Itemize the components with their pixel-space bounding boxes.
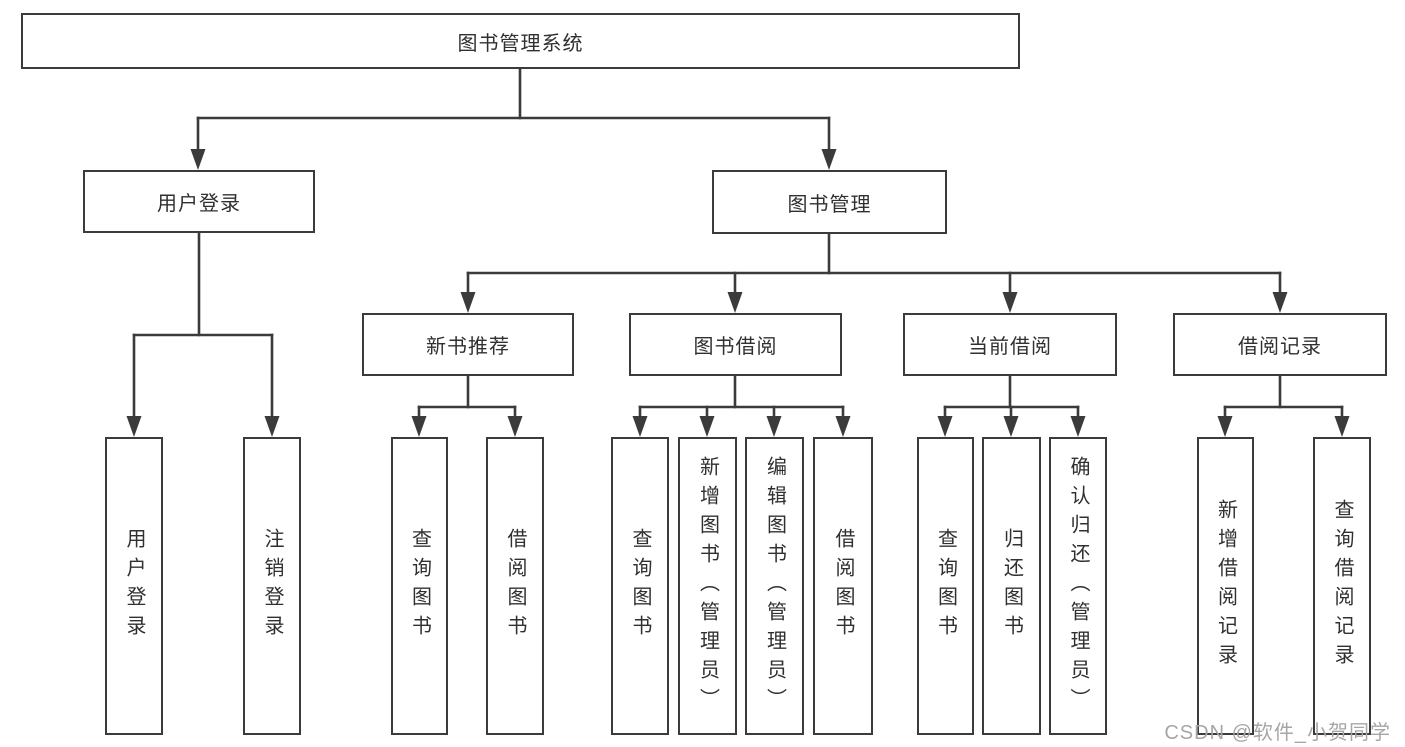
node-book-management: 图书管理: [712, 170, 947, 234]
leaf-label: 确认归还（管理员）: [1067, 455, 1089, 717]
node-label: 借阅记录: [1238, 336, 1322, 358]
leaf-bb-edit-books-admin: 编辑图书（管理员）: [745, 437, 804, 735]
node-label: 新书推荐: [426, 336, 510, 358]
leaf-bb-borrow-books: 借阅图书: [813, 437, 873, 735]
leaf-logout-login: 注销登录: [243, 437, 301, 735]
node-label: 当前借阅: [968, 336, 1052, 358]
node-library-system: 图书管理系统: [21, 13, 1020, 69]
leaf-label: 归还图书: [1000, 528, 1023, 644]
leaf-label: 新增借阅记录: [1214, 499, 1237, 673]
leaf-br-query-record: 查询借阅记录: [1313, 437, 1371, 735]
node-label: 图书管理系统: [457, 32, 584, 55]
leaf-label: 新增图书（管理员）: [696, 455, 719, 717]
leaf-label: 查询图书: [408, 528, 431, 644]
leaf-label: 借阅图书: [504, 528, 526, 644]
node-current-borrowing: 当前借阅: [903, 313, 1117, 376]
leaf-cb-query-books: 查询图书: [917, 437, 974, 735]
leaf-label: 用户登录: [123, 528, 145, 644]
watermark-csdn: CSDN @软件_小贺同学: [1164, 722, 1391, 744]
node-user-login: 用户登录: [83, 170, 315, 233]
leaf-bb-add-books-admin: 新增图书（管理员）: [678, 437, 737, 735]
leaf-br-add-record: 新增借阅记录: [1197, 437, 1254, 735]
leaf-label: 借阅图书: [832, 528, 854, 644]
leaf-nb-query-books: 查询图书: [391, 437, 448, 735]
leaf-user-login: 用户登录: [105, 437, 163, 735]
leaf-label: 编辑图书（管理员）: [763, 455, 786, 717]
leaf-label: 查询图书: [934, 528, 957, 644]
leaf-nb-borrow-books: 借阅图书: [486, 437, 544, 735]
leaf-cb-return-books: 归还图书: [982, 437, 1041, 735]
node-borrowing-records: 借阅记录: [1173, 313, 1387, 376]
leaf-cb-confirm-return-admin: 确认归还（管理员）: [1049, 437, 1107, 735]
leaf-bb-query-books: 查询图书: [611, 437, 669, 735]
node-label: 用户登录: [157, 193, 241, 215]
node-book-borrowing: 图书借阅: [629, 313, 842, 376]
leaf-label: 注销登录: [261, 528, 283, 644]
node-label: 图书借阅: [693, 336, 778, 358]
leaf-label: 查询借阅记录: [1331, 499, 1353, 673]
leaf-label: 查询图书: [629, 528, 651, 644]
node-new-book-recommendation: 新书推荐: [362, 313, 574, 376]
node-label: 图书管理: [787, 193, 872, 216]
